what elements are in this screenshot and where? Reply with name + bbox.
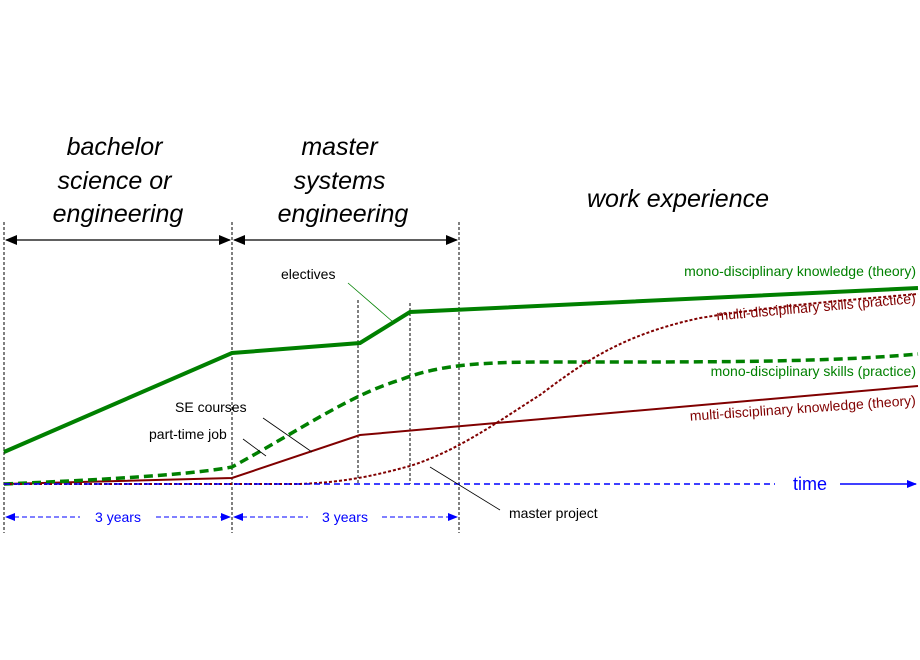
part-time-job-leader [242,438,267,457]
multi-practice-curve [4,293,919,485]
electives-label: electives [281,266,335,282]
bachelor-phase-title: bachelor science or engineering [53,133,184,228]
mono-practice-label: mono-disciplinary skills (practice) [711,363,916,379]
phase-boundaries [3,222,460,533]
mono-practice-curve [3,352,919,486]
master-duration-label: 3 years [322,509,368,525]
work-phase-title: work experience [587,185,769,213]
master-project-leader [429,466,501,511]
master-phase-title: master systems engineering [278,133,409,228]
mono-theory-curve [3,286,919,454]
mono-theory-label: mono-disciplinary knowledge (theory) [684,263,916,279]
se-courses-label: SE courses [175,399,247,415]
se-courses-leader [262,417,313,453]
electives-leader [347,282,394,323]
master-project-label: master project [509,505,598,521]
part-time-job-label: part-time job [149,426,227,442]
annotation-leaders [242,417,501,511]
bachelor-duration-label: 3 years [95,509,141,525]
time-axis-label: time [793,474,827,494]
multi-theory-curve [3,385,919,485]
